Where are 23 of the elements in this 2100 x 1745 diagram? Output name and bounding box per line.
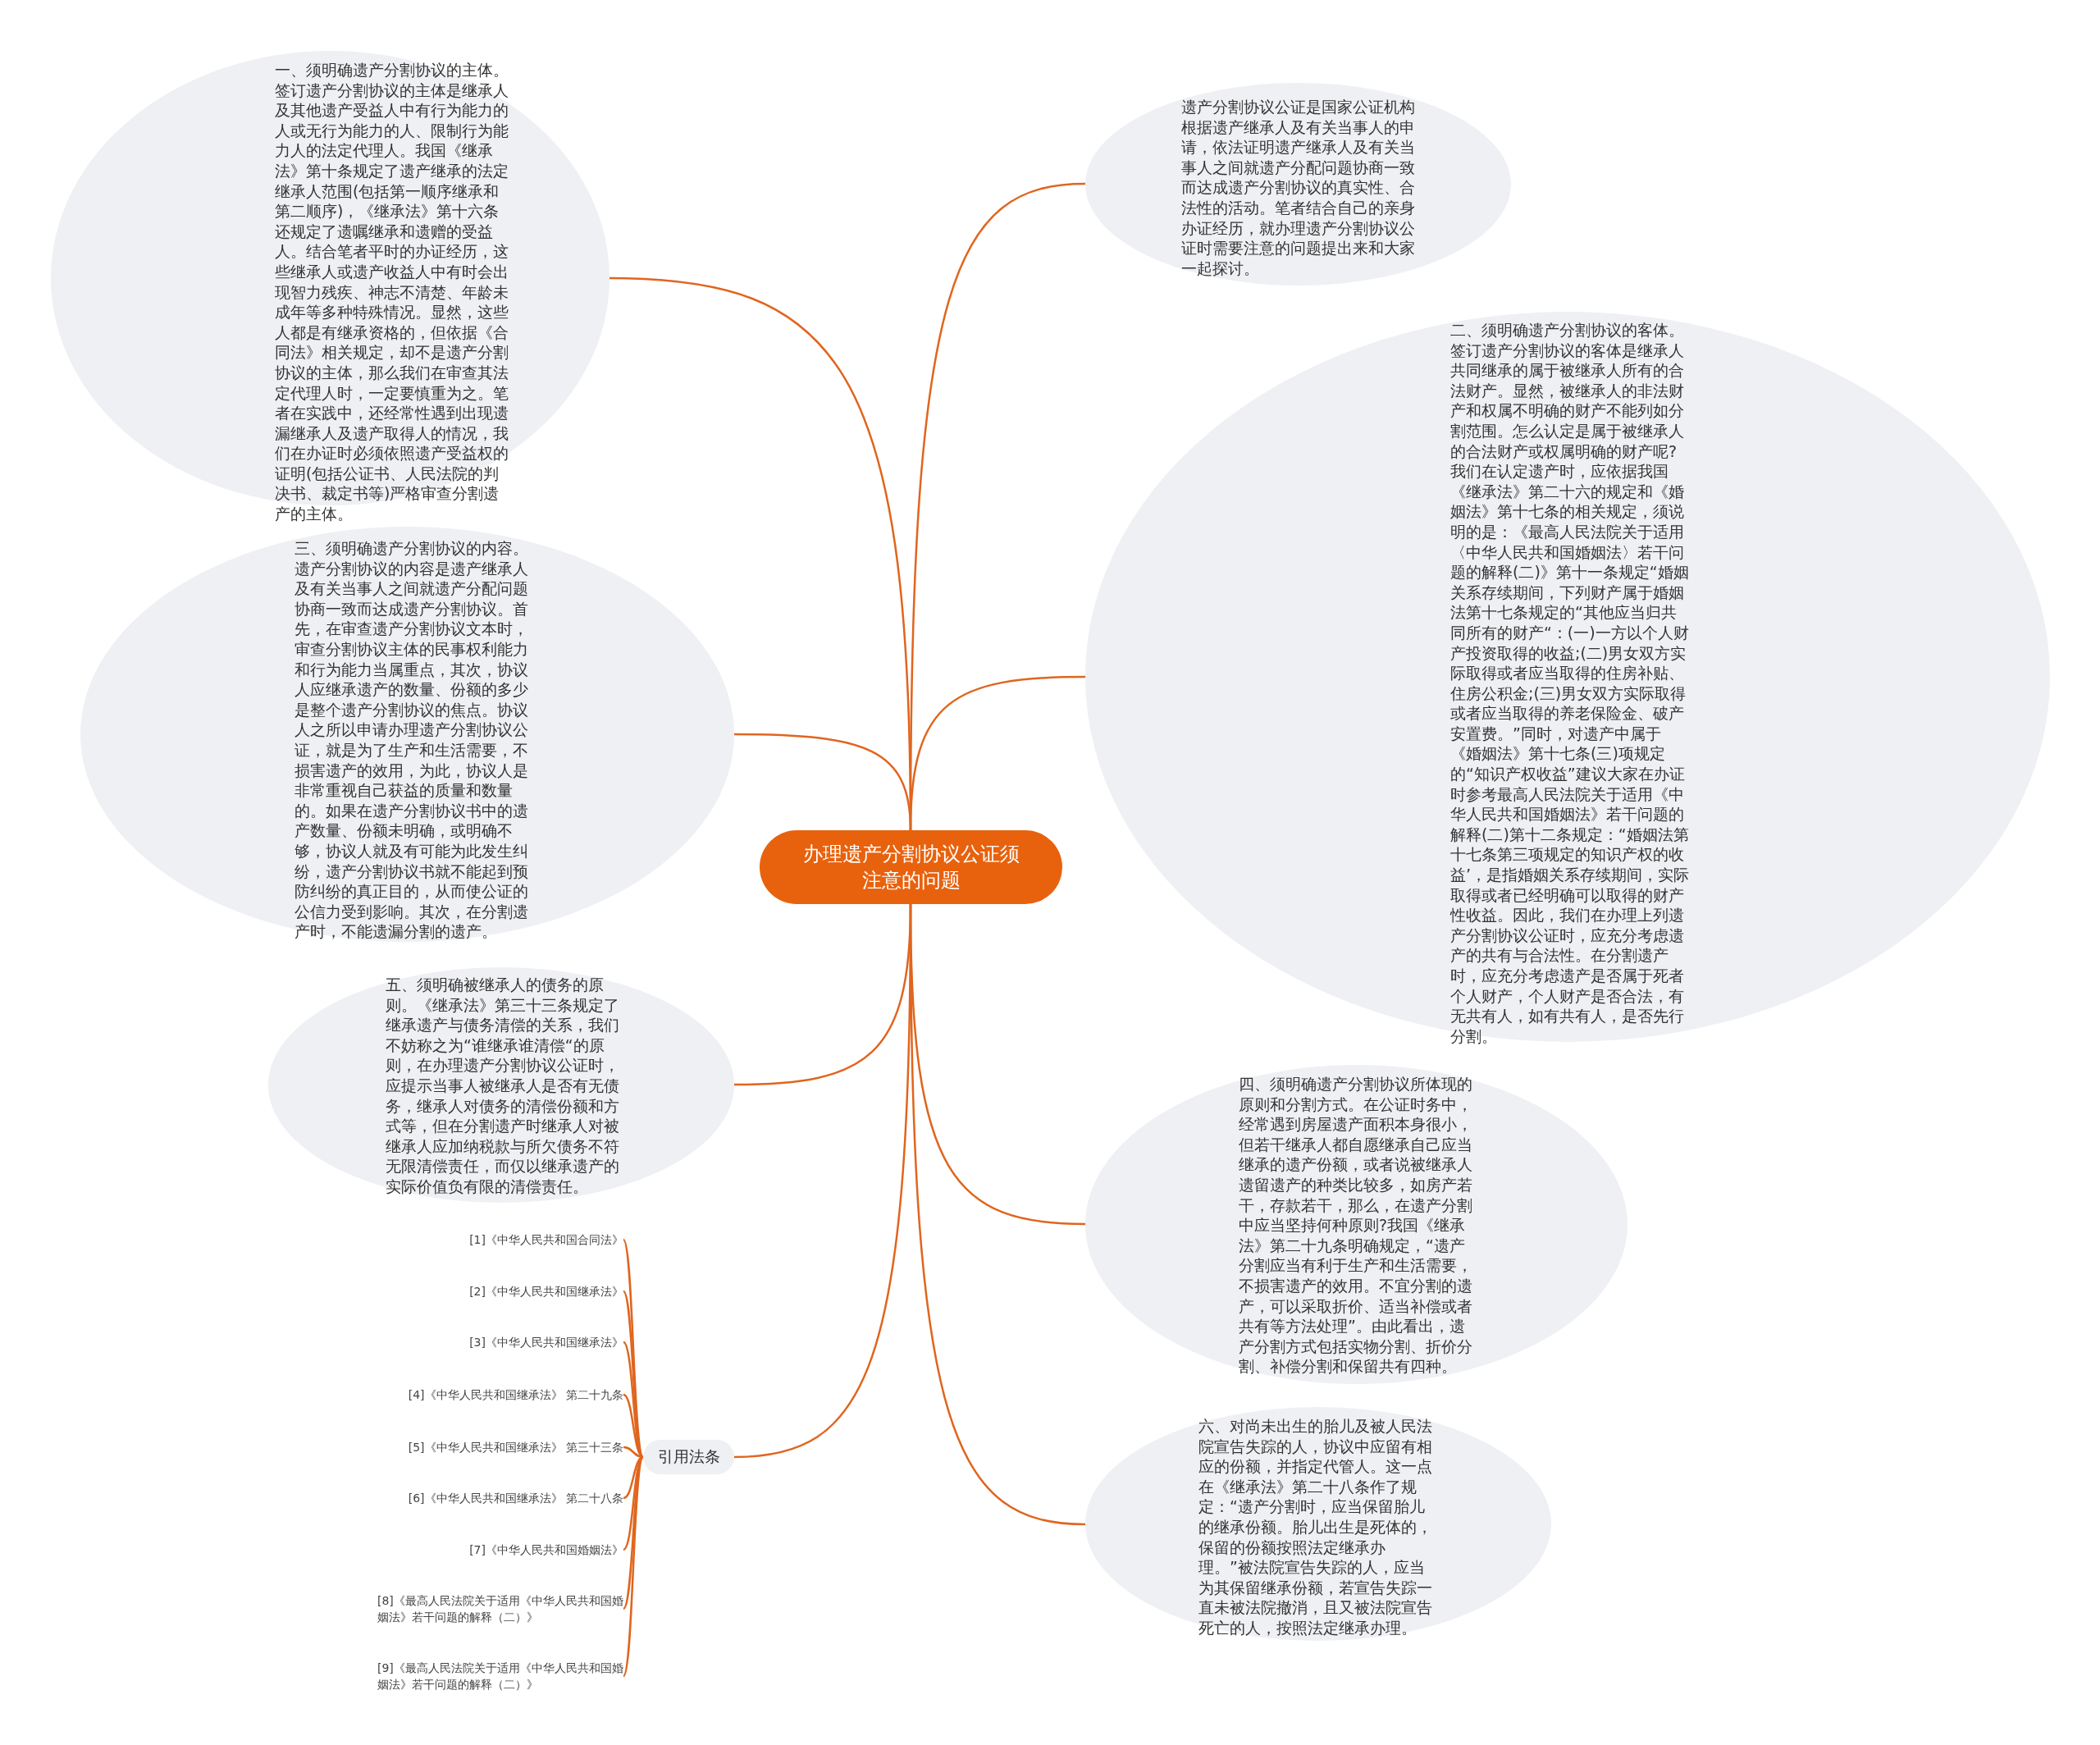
topic-pill [643, 1440, 734, 1474]
connector-line [622, 1456, 645, 1677]
reference-text: [8]《最高人民法院关于适用《中华人民共和国婚姻法》若干问题的解释（二）》 [377, 1592, 623, 1625]
connector-line [733, 904, 912, 1459]
connector-line [734, 733, 912, 831]
reference-text: [7]《中华人民共和国婚姻法》 [469, 1542, 623, 1558]
paragraph: 一、须明确遗产分割协议的主体。签订遗产分割协议的主体是继承人及其他遗产受益人中有行为能力的人或无行为能力的人、限制行为能力人的法定代理人。我国《继承法》第十条规定了遗产继承的法定继承人范围(包括第一顺序继承和第二顺序)，《继承法》第十六条还规定了遗嘱继承和遗赠的受益人。结合笔者平时的办证经历，这些继承人或遗产收益人中有时会出现智力残疾、神志不清楚、年龄未成年等多种特殊情况。显然，这些人都是有继承资格的，但依据《合同法》相关规定，却不是遗产分割协议的主体，那么我们在审查其法定代理人时，一定要慎重为之。笔者在实践中，还经常性遇到出现遗漏继承人及遗产取得人的情况，我们在办证时必须依照遗产受益权的证明(包括公证书、人民法院的判决书、裁定书等)严格审查分割遗产的主体。 [275, 60, 509, 524]
paragraph: 四、须明确遗产分割协议所体现的原则和分割方式。在公证时务中，经常遇到房屋遗产面积本身很小，但若干继承人都自愿继承自己应当继承的遗产份额，或者说被继承人遗留遗产的种类比较多，如房产若干，存款若干，那么，在遗产分割中应当坚持何种原则?我国《继承法》第二十九条明确规定，“遗产分割应当有利于生产和生活需要，不损害遗产的效用。不宜分割的遗产，可以采取折价、适当补偿或者共有等方法处理”。由此看出，遗产分割方式包括实物分割、折价分割、补偿分割和保留共有四种。 [1239, 1074, 1473, 1377]
paragraph: 二、须明确遗产分割协议的客体。签订遗产分割协议的客体是继承人共同继承的属于被继承人所有的合法财产。显然，被继承人的非法财产和权属不明确的财产不能列如分割范围。怎么认定是属于被继承人的合法财产或权属明确的财产呢?我们在认定遗产时，应依据我国《继承法》第二十六的规定和《婚姻法》第十七条的相关规定，须说明的是：《最高人民法院关于适用〈中华人民共和国婚姻法〉若干问题的解释(二)》第十一条规定“婚姻关系存续期间，下列财产属于婚姻法第十七条规定的“其他应当归共同所有的财产“：(一)一方以个人财产投资取得的收益;(二)男女双方实际取得或者应当取得的住房补贴、住房公积金;(三)男女双方实际取得或者应当取得的养老保险金、破产安置费。”同时，对遗产中属于《婚姻法》第十七条(三)项规定的“知识产权收益”建议大家在办证时参考最高人民法院关于适用《中华人民共和国婚姻法》若干问题的解释(二)第十二条规定：“婚姻法第十七条第三项规定的知识产权的收益’，是指婚姻关系存续期间，实际取得或者已经明确可以取得的财产性收益。因此，我们在办理上列遗产分割协议公证时，应充分考虑遗产的共有与合法性。在分割遗产时，应充分考虑遗产是否属于死者个人财产，个人财产是否合法，有无共有人，如有共有人，是否先行分割。 [1450, 320, 1690, 1047]
paragraph: 五、须明确被继承人的债务的原则。《继承法》第三十三条规定了继承遗产与债务清偿的关系，我们不妨称之为“谁继承谁清偿“的原则，在办理遗产分割协议公证时，应提示当事人被继承人是否有无债务，继承人对债务的清偿份额和方式等，但在分割遗产时继承人对被继承人应加纳税款与所欠债务不符无限清偿责任，而仅以继承遗产的实际价值负有限的清偿责任。 [386, 975, 620, 1197]
topic-text: 办理遗产分割协议公证须注意的问题 [801, 842, 1020, 893]
paragraph: 六、对尚未出生的胎儿及被人民法院宣告失踪的人，协议中应留有相应的份额，并指定代管人。这一点在《继承法》第二十八条作了规定：“遗产分割时，应当保留胎儿的继承份额。胎儿出生是死体的，保留的份额按照法定继承办理。”被法院宣告失踪的人，应当为其保留继承份额，若宣告失踪一直未被法院撤消，且又被法院宣告死亡的人，按照法定继承办理。 [1198, 1416, 1433, 1638]
reference-text: [5]《中华人民共和国继承法》 第三十三条 [408, 1439, 623, 1455]
connector-line [623, 1341, 644, 1458]
reference-text: [6]《中华人民共和国继承法》 第二十八条 [408, 1490, 623, 1506]
reference-text: [1]《中华人民共和国合同法》 [469, 1231, 623, 1248]
reference-text: [3]《中华人民共和国继承法》 [469, 1334, 623, 1350]
topic-label: 引用法条 [657, 1446, 720, 1467]
reference-text: [9]《最高人民法院关于适用《中华人民共和国婚姻法》若干问题的解释（二）》 [377, 1660, 623, 1692]
reference-text: [4]《中华人民共和国继承法》 第二十九条 [408, 1386, 623, 1403]
paragraph: 三、须明确遗产分割协议的内容。遗产分割协议的内容是遗产继承人及有关当事人之间就遗产分配问题协商一致而达成遗产分割协议。首先，在审查遗产分割协议文本时，审查分割协议主体的民事权利能力和行为能力当属重点，其次，协议人应继承遗产的数量、份额的多少是整个遗产分割协议的焦点。协议人之所以申请办理遗产分割协议公证，就是为了生产和生活需要，不损害遗产的效用，为此，协议人是非常重视自己获益的质量和数量的。如果在遗产分割协议书中的遗产数量、份额未明确，或明确不够，协议人就及有可能为此发生纠纷，遗产分割协议书就不能起到预防纠纷的真正目的，从而使公证的公信力受到影响。其次，在分割遗产时，不能遗漏分割的遗产。 [294, 538, 529, 942]
paragraph: 遗产分割协议公证是国家公证机构根据遗产继承人及有关当事人的申请，依法证明遗产继承人及有关当事人之间就遗产分配问题协商一致而达成遗产分割协议的真实性、合法性的活动。笔者结合自己的亲身办证经历，就办理遗产分割协议公证时需要注意的问题提出来和大家一起探讨。 [1181, 97, 1416, 279]
reference-text: [2]《中华人民共和国继承法》 [469, 1283, 623, 1300]
